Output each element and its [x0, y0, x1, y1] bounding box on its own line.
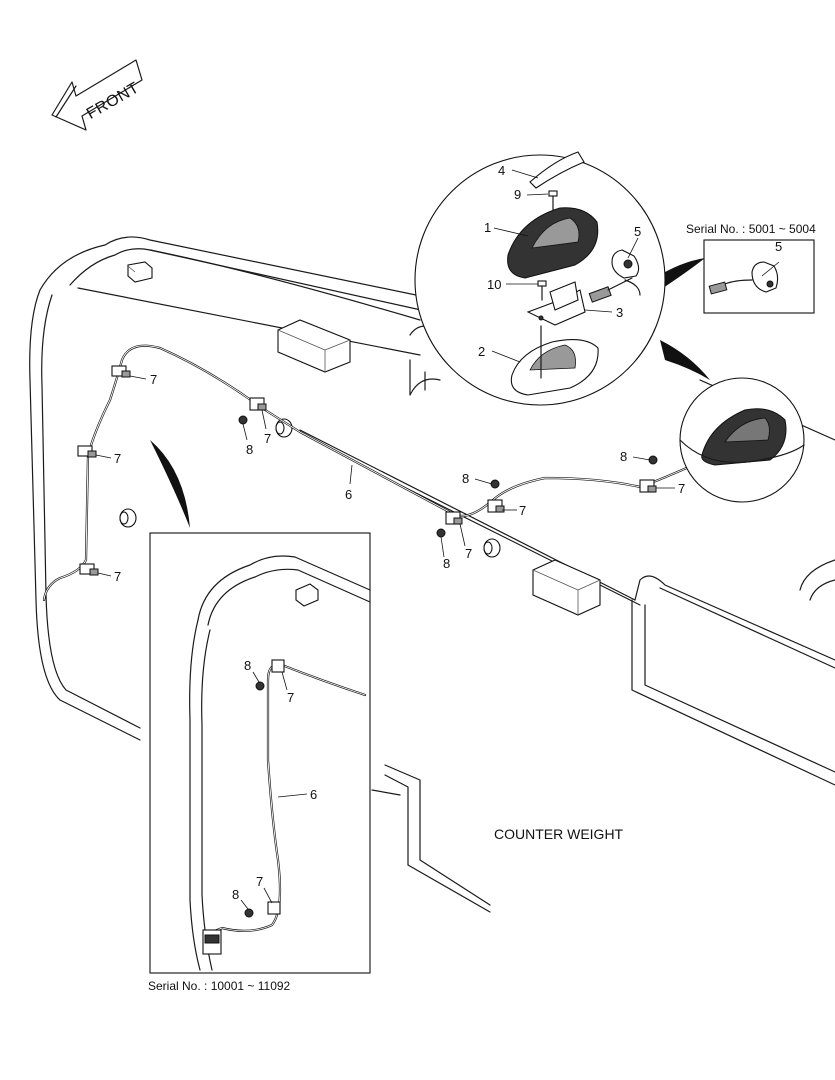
lamp-detail-circle — [679, 377, 805, 503]
cable-clamp — [639, 479, 657, 493]
screw-icon — [548, 190, 558, 213]
section-label: COUNTER WEIGHT — [494, 826, 624, 842]
label-clamp-7: 7 — [678, 481, 685, 496]
mount-block — [277, 319, 351, 373]
cable-clamp — [445, 511, 463, 525]
mount-block — [295, 583, 319, 607]
label-clamp-7: 7 — [256, 874, 263, 889]
label-clamp-7: 7 — [465, 546, 472, 561]
label-bolt-8: 8 — [232, 887, 239, 902]
label-clamp-7: 7 — [264, 431, 271, 446]
label-bracket-3: 3 — [616, 305, 623, 320]
label-connector-5: 5 — [634, 224, 641, 239]
bolt-icon — [490, 479, 500, 489]
label-screw-9: 9 — [514, 187, 521, 202]
label-connector-5: 5 — [775, 239, 782, 254]
rubber-boss — [119, 508, 137, 528]
pointer-arrow — [655, 258, 705, 290]
mount-block — [532, 559, 601, 616]
label-clamp-7: 7 — [519, 503, 526, 518]
bolt-icon — [648, 455, 658, 465]
cable-clamp — [487, 499, 505, 513]
serial-label-bottom: Serial No. : 10001 ~ 11092 — [148, 979, 291, 993]
bolt-icon — [244, 908, 254, 918]
label-lamp-1: 1 — [484, 220, 491, 235]
serial-label-top: Serial No. : 5001 ~ 5004 — [686, 222, 816, 236]
pointer-arrow — [150, 440, 190, 528]
bolt-icon — [255, 681, 265, 691]
cable-clamp — [271, 659, 285, 673]
label-bolt-8: 8 — [244, 658, 251, 673]
label-harness-6: 6 — [345, 487, 352, 502]
label-bolt-8: 8 — [462, 471, 469, 486]
label-bolt-8: 8 — [443, 556, 450, 571]
cable-clamp — [77, 445, 97, 458]
label-bolt-8: 8 — [620, 449, 627, 464]
label-clamp-7: 7 — [114, 451, 121, 466]
label-clamp-7: 7 — [114, 569, 121, 584]
mount-block — [127, 261, 153, 283]
serial-inset-panel — [149, 532, 371, 974]
label-screw-10: 10 — [487, 277, 501, 292]
cable-clamp — [249, 397, 267, 411]
label-clamp-7: 7 — [287, 690, 294, 705]
bolt-icon — [436, 528, 446, 538]
exploded-view-circle — [414, 151, 666, 406]
label-clamp-7: 7 — [150, 372, 157, 387]
label-harness-6: 6 — [310, 787, 317, 802]
label-pad-4: 4 — [498, 163, 505, 178]
cable-clamp — [267, 901, 281, 915]
serial-inset-box — [703, 239, 815, 314]
label-bolt-8: 8 — [246, 442, 253, 457]
cable-clamp — [111, 365, 131, 378]
front-arrow-icon: FRONT — [51, 59, 143, 131]
wire-harness — [42, 344, 702, 602]
cable-clamp — [79, 563, 99, 576]
pointer-arrow — [660, 340, 710, 380]
leader-lines — [95, 375, 675, 577]
bolt-icon — [238, 415, 248, 425]
rubber-boss — [483, 538, 501, 558]
label-base-2: 2 — [478, 344, 485, 359]
screw-icon — [537, 280, 547, 301]
